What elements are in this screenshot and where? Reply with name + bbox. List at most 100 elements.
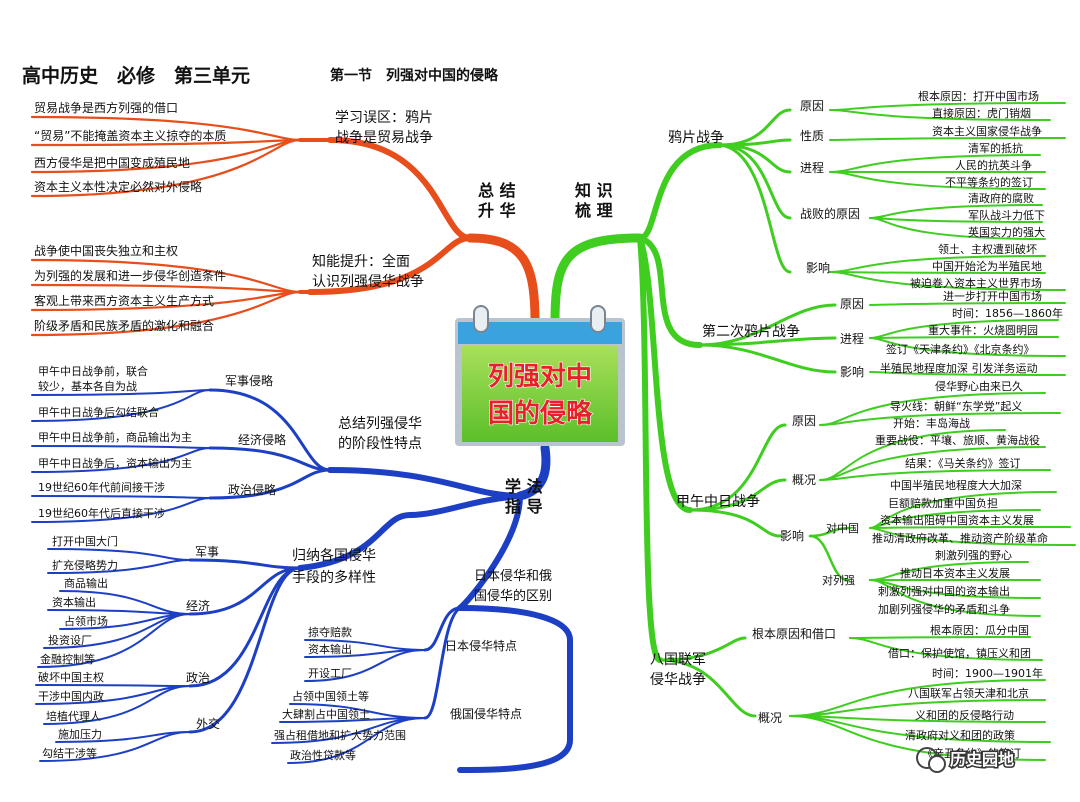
opium-impact-label: 影响 — [806, 260, 830, 275]
means-item: 破坏中国主权 — [38, 670, 104, 684]
means-item: 扩充侵略势力 — [52, 558, 118, 572]
misconception-item: 贸易战争是西方列强的借口 — [34, 100, 178, 115]
opium2-item: 时间：1856—1860年 — [952, 306, 1063, 320]
stages-item: 甲午中日战争后，资本输出为主 — [38, 456, 192, 470]
stages-item: 19世纪60年代后直接干涉 — [38, 506, 165, 520]
stages-item: 甲午中日战争后勾结联合 — [38, 405, 159, 419]
means-label-2: 手段的多样性 — [292, 569, 376, 586]
misconception-label-2: 战争是贸易战争 — [335, 130, 433, 146]
sj-item: 侵华野心由来已久 — [935, 379, 1023, 393]
sj-item: 刺激列强的野心 — [935, 548, 1012, 562]
knowledge-up-label: 知能提升：全面 — [312, 253, 410, 270]
en-overview-label: 概况 — [758, 711, 782, 725]
opium-item: 军队战斗力低下 — [968, 208, 1045, 222]
stages-military-label: 军事侵略 — [225, 373, 273, 388]
russia-item: 大肆割占中国领土 — [282, 707, 370, 721]
stages-item: 甲午中日战争前，商品输出为主 — [38, 430, 192, 444]
opium2-cause-label: 原因 — [840, 297, 864, 311]
opium-process-label: 进程 — [800, 160, 824, 175]
method-hub-label-2: 指 导 — [505, 497, 543, 516]
sj-item: 加剧列强侵华的矛盾和斗争 — [878, 602, 1010, 616]
summary-hub-label: 总 结 — [478, 181, 516, 200]
means-item: 施加压力 — [58, 728, 102, 741]
means-item: 金融控制等 — [40, 652, 95, 666]
opium-item: 英国实力的强大 — [968, 225, 1045, 239]
summary-hub-label-2: 升 华 — [478, 201, 516, 220]
opium-item: 清政府的腐败 — [968, 191, 1034, 205]
en-item: 借口：保护使馆，镇压义和团 — [888, 646, 1031, 660]
russia-item: 占领中国领土等 — [292, 689, 369, 703]
en-item: 八国联军占领天津和北京 — [908, 686, 1029, 700]
summary-labels: 总 结 升 华 学习误区：鸦片 战争是贸易战争 知能提升：全面 认识列强侵华战争… — [34, 100, 516, 333]
stages-item: 19世纪60年代前间接干涉 — [38, 480, 165, 494]
knowledge-up-label-2: 认识列强侵华战争 — [312, 273, 424, 290]
opium2-impact-label: 影响 — [840, 364, 864, 379]
opium2-item: 进一步打开中国市场 — [943, 289, 1042, 303]
knowledge-up-item: 客观上带来西方资本主义生产方式 — [34, 293, 214, 308]
japan-label: 日本侵华特点 — [445, 638, 517, 653]
en-item: 《辛丑条约》的签订 — [922, 746, 1021, 760]
center-title: 列强对中 — [488, 362, 592, 392]
center-node: 列强对中 国的侵略 — [455, 305, 625, 446]
knowledge-labels: 知 识 梳 理 鸦片战争 原因 性质 进程 战败的原因 影响 根本原因：打开中国… — [575, 89, 1063, 760]
method-branch — [31, 388, 573, 773]
misconception-item: 西方侵华是把中国变成殖民地 — [34, 155, 190, 170]
eight-nation-label: 八国联军 — [650, 652, 706, 668]
en-item: 义和团的反侵略行动 — [915, 708, 1014, 722]
opium-item: 清军的抵抗 — [968, 141, 1023, 155]
means-economic-label: 经济 — [186, 598, 210, 613]
sj-item: 开始：丰岛海战 — [893, 416, 970, 430]
sj-cause-label: 原因 — [792, 414, 816, 428]
compare-label: 日本侵华和俄 — [474, 568, 552, 584]
means-military-label: 军事 — [195, 545, 219, 559]
center-title-2: 国的侵略 — [488, 398, 593, 429]
opium-item: 根本原因：打开中国市场 — [918, 89, 1039, 103]
stages-label-2: 的阶段性特点 — [338, 436, 422, 452]
means-item: 资本输出 — [52, 595, 96, 609]
sj-item: 刺激列强对中国的资本输出 — [878, 584, 1010, 598]
sj-item: 导火线：朝鲜“东学党”起义 — [890, 399, 1022, 413]
sj-item: 中国半殖民地程度大大加深 — [890, 478, 1022, 492]
japan-item: 开设工厂 — [308, 667, 352, 680]
sj-item: 推动清政府改革、推动资产阶级革命 — [872, 531, 1048, 545]
en-item: 时间：1900—1901年 — [932, 666, 1043, 680]
sj-to-china-label: 对中国 — [826, 521, 859, 535]
russia-item: 政治性贷款等 — [290, 748, 356, 762]
eight-nation-label-2: 侵华战争 — [650, 671, 706, 688]
sj-item: 资本输出阻碍中国资本主义发展 — [880, 513, 1034, 527]
stages-item: 甲午中日战争前，联合 — [38, 364, 148, 378]
knowledge-hub-label: 知 识 — [575, 181, 613, 200]
page-title: 高中历史 必修 第三单元 — [22, 64, 250, 87]
watermark: 历史园地 — [916, 747, 1016, 773]
opium-war-label: 鸦片战争 — [668, 129, 724, 146]
sj-item: 结果：《马关条约》签订 — [905, 456, 1021, 470]
opium2-item: 半殖民地程度加深 引发洋务运动 — [880, 361, 1038, 375]
compare-label-2: 国侵华的区别 — [474, 588, 552, 604]
sj-to-powers-label: 对列强 — [822, 573, 855, 587]
opium-item: 中国开始沦为半殖民地 — [932, 259, 1042, 273]
opium-cause-label: 原因 — [800, 99, 824, 113]
russia-label: 俄国侵华特点 — [450, 706, 522, 721]
means-item: 打开中国大门 — [52, 534, 118, 548]
opium-nature-label: 性质 — [800, 129, 824, 143]
sj-item: 巨额赔款加重中国负担 — [888, 496, 998, 510]
means-item: 投资设厂 — [48, 633, 92, 647]
opium2-label: 第二次鸦片战争 — [702, 323, 800, 340]
sj-item: 重要战役：平壤、旅顺、黄海战役 — [875, 433, 1040, 447]
opium-item: 领土、主权遭到破坏 — [938, 242, 1037, 256]
japan-item: 掠夺赔款 — [308, 625, 352, 639]
stages-economic-label: 经济侵略 — [238, 432, 286, 447]
means-diplomacy-label: 外交 — [196, 716, 220, 731]
method-labels: 学 法 指 导 总结列强侵华 的阶段性特点 军事侵略 经济侵略 政治侵略 甲午中… — [38, 364, 552, 762]
knowledge-up-item: 阶级矛盾和民族矛盾的激化和融合 — [34, 318, 214, 333]
knowledge-hub-label-2: 梳 理 — [575, 201, 613, 220]
means-item: 培植代理人 — [46, 709, 101, 723]
means-item: 干涉中国内政 — [38, 689, 104, 703]
stages-political-label: 政治侵略 — [228, 482, 276, 497]
opium-item: 直接原因：虎门销烟 — [932, 106, 1031, 120]
opium2-item: 签订《天津条约》《北京条约》 — [886, 342, 1035, 356]
russia-item: 强占租借地和扩大势力范围 — [274, 728, 406, 742]
sj-item: 推动日本资本主义发展 — [900, 566, 1010, 580]
section-title: 第一节 列强对中国的侵略 — [330, 67, 499, 84]
